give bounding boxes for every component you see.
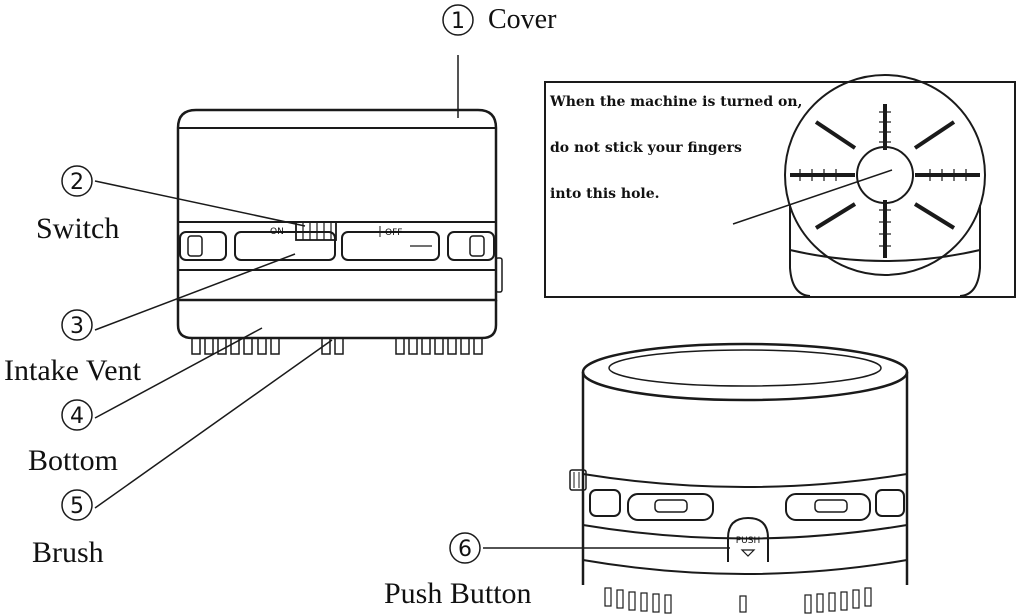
brush-bristles (191, 337, 483, 355)
warning-line-1: When the machine is turned on, (549, 94, 802, 110)
callout-3-number: 3 (70, 314, 84, 339)
callout-1-cover: 1 Cover (442, 4, 557, 118)
angled-view-vacuum: PUSH (569, 342, 909, 614)
callout-4-bottom: 4 Bottom (28, 327, 263, 477)
callout-6-number: 6 (458, 537, 472, 562)
callout-1-number: 1 (451, 9, 465, 34)
power-switch: ON OFF (270, 221, 402, 241)
warning-panel: When the machine is turned on, do not st… (544, 74, 1016, 298)
warning-line-3: into this hole. (550, 186, 660, 202)
callout-6-push-button: 6 Push Button (384, 532, 730, 610)
front-view-vacuum: ON OFF (176, 108, 503, 355)
callout-1-label: Cover (488, 4, 557, 35)
callout-4-label: Bottom (28, 444, 118, 477)
callout-5-brush: 5 Brush (32, 339, 333, 569)
intake-hole-illustration (732, 74, 986, 297)
intake-vent-slots (179, 231, 495, 261)
callout-4-number: 4 (70, 404, 84, 429)
callout-3-intake-vent: 3 Intake Vent (4, 253, 296, 387)
callout-2-switch: 2 Switch (36, 165, 306, 245)
callout-2-label: Switch (36, 212, 119, 245)
push-button: PUSH (727, 516, 769, 562)
angled-brush-bristles (604, 587, 872, 614)
callout-6-label: Push Button (384, 577, 532, 610)
callout-3-label: Intake Vent (4, 354, 142, 387)
switch-on-mark: ON (270, 227, 284, 237)
warning-line-2: do not stick your fingers (550, 140, 742, 156)
callout-5-label: Brush (32, 536, 104, 569)
callout-2-number: 2 (70, 170, 84, 195)
switch-off-mark: OFF (385, 228, 402, 238)
push-button-mark: PUSH (736, 536, 761, 546)
callout-5-number: 5 (70, 494, 84, 519)
